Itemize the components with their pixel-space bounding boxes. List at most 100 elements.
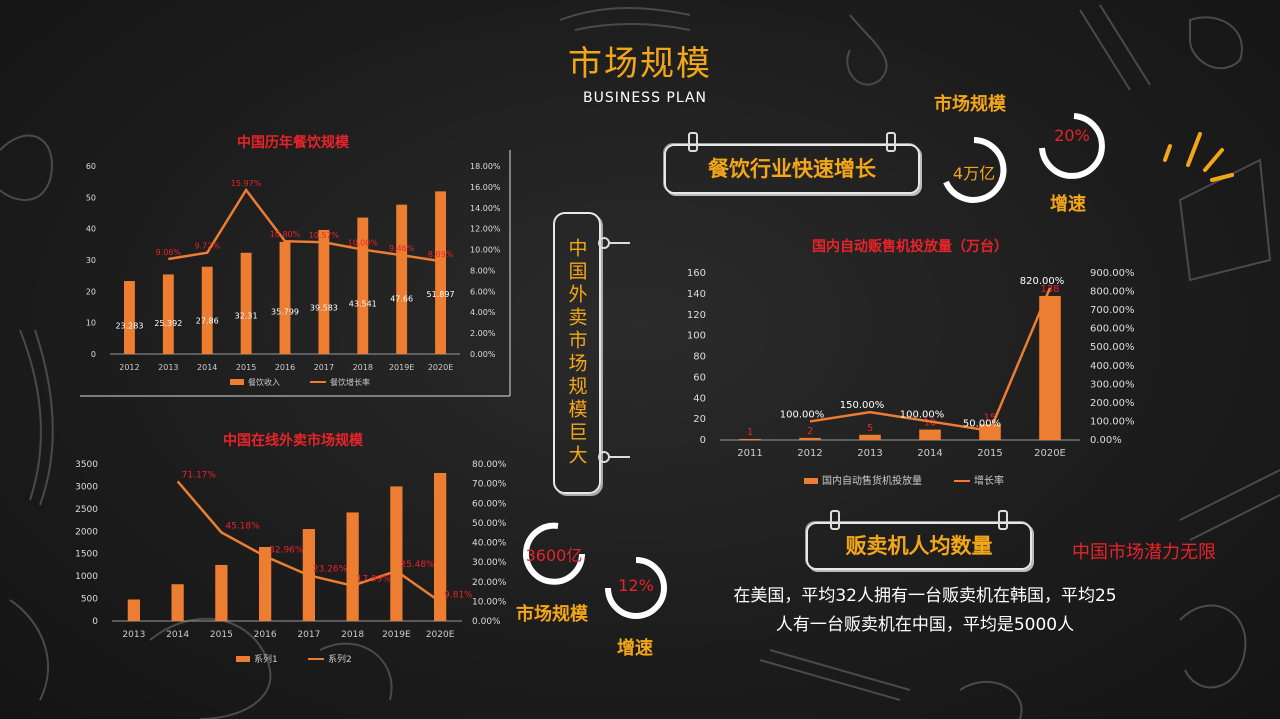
y2-tick-label: 10.00% — [470, 246, 501, 255]
bar — [919, 429, 941, 440]
y-tick-label: 20 — [693, 414, 706, 425]
chart1-title: 中国历年餐饮规模 — [237, 135, 349, 151]
bar — [259, 546, 272, 621]
y-tick-label: 50 — [86, 193, 96, 202]
legend-bar-label: 国内自动售货机投放量 — [822, 474, 922, 487]
bar — [318, 229, 330, 354]
y-tick-label: 1000 — [75, 572, 98, 582]
y-tick-label: 100 — [687, 331, 706, 342]
line-data-label: 25.48% — [400, 560, 435, 570]
bar-data-label: 10 — [924, 418, 937, 429]
y2-tick-label: 20.00% — [472, 578, 507, 588]
x-tick-label: 2019E — [389, 363, 414, 372]
x-tick-label: 2020E — [426, 630, 455, 640]
vending-paragraph-line2: 人有一台贩卖机在中国，平均是5000人 — [775, 615, 1075, 635]
label-growth-top: 增速 — [1050, 194, 1086, 215]
x-tick-label: 2014 — [197, 363, 217, 372]
bar-data-label: 32.31 — [235, 312, 258, 321]
bar — [162, 274, 174, 354]
x-tick-label: 2014 — [166, 630, 189, 640]
line-data-label: 820.00% — [1020, 276, 1065, 287]
y-tick-label: 2500 — [75, 505, 98, 515]
x-tick-label: 2013 — [158, 363, 178, 372]
x-tick-label: 2017 — [297, 630, 320, 640]
value-market-scale-bottom: 3600亿 — [525, 546, 583, 565]
y2-tick-label: 100.00% — [1090, 416, 1135, 427]
page-title: 市场规模 — [568, 44, 712, 84]
legend-bar-swatch — [236, 656, 250, 662]
bar — [799, 437, 821, 440]
x-tick-label: 2011 — [737, 448, 762, 459]
x-tick-label: 2012 — [797, 448, 822, 459]
line-data-label: 17.99% — [357, 575, 392, 585]
line-data-label: 10.80% — [270, 230, 301, 239]
label-market-scale-bottom: 市场规模 — [516, 604, 588, 625]
value-growth-bottom: 12% — [618, 576, 654, 595]
sign-restaurant-growth: 餐饮行业快速增长 — [664, 132, 920, 194]
vending-paragraph-line1: 在美国，平均32人拥有一台贩卖机在韩国，平均25 — [733, 586, 1117, 606]
y2-tick-label: 0.00% — [472, 617, 501, 627]
y2-tick-label: 80.00% — [472, 460, 507, 470]
y-tick-label: 1500 — [75, 550, 98, 560]
x-tick-label: 2017 — [314, 363, 334, 372]
bar — [124, 281, 135, 354]
bar — [859, 434, 881, 440]
y-tick-label: 0 — [92, 617, 98, 627]
page-subtitle: BUSINESS PLAN — [583, 90, 708, 106]
y2-tick-label: 10.00% — [472, 597, 507, 607]
bar — [127, 599, 140, 621]
legend-line-label: 餐饮增长率 — [330, 377, 370, 387]
bar-data-label: 2 — [807, 426, 813, 437]
label-growth-bottom: 增速 — [617, 638, 653, 659]
bar — [279, 241, 291, 354]
ring-market-scale-top — [943, 137, 1007, 203]
line-data-label: 150.00% — [840, 400, 885, 411]
legend-bar-label: 系列1 — [254, 653, 278, 665]
x-tick-label: 2018 — [353, 363, 373, 372]
y2-tick-label: 14.00% — [470, 204, 501, 213]
y2-tick-label: 800.00% — [1090, 287, 1135, 298]
line-data-label: 15.97% — [231, 179, 262, 188]
y2-tick-label: 16.00% — [470, 183, 501, 192]
line-data-label: 8.89% — [428, 250, 454, 259]
legend-bar-label: 餐饮收入 — [248, 377, 280, 387]
y-tick-label: 500 — [81, 595, 98, 605]
line-data-label: 71.17% — [182, 470, 217, 480]
x-tick-label: 2015 — [977, 448, 1002, 459]
bar — [396, 204, 408, 354]
y-tick-label: 60 — [86, 162, 96, 171]
ring-growth-top — [1039, 113, 1105, 179]
y-tick-label: 40 — [693, 393, 706, 404]
x-tick-label: 2013 — [857, 448, 882, 459]
y-tick-label: 80 — [693, 352, 706, 363]
bar — [1039, 295, 1061, 440]
y2-tick-label: 8.00% — [470, 266, 496, 275]
line-data-label: 10.00% — [348, 239, 379, 248]
bar — [434, 472, 447, 621]
chart-restaurant-scale: 01020304050600.00%2.00%4.00%6.00%8.00%10… — [80, 150, 511, 397]
y2-tick-label: 0.00% — [470, 350, 496, 359]
bar-data-label: 25.392 — [154, 319, 182, 328]
chart3-title: 国内自动贩售机投放量（万台） — [812, 239, 1008, 255]
legend-bar-swatch — [230, 379, 244, 385]
x-tick-label: 2013 — [122, 630, 145, 640]
x-tick-label: 2020E — [428, 363, 453, 372]
y2-tick-label: 50.00% — [472, 519, 507, 529]
y2-tick-label: 30.00% — [472, 558, 507, 568]
line-data-label: 9.81% — [444, 591, 473, 601]
bar-data-label: 1 — [747, 427, 753, 438]
y-tick-label: 2000 — [75, 527, 98, 537]
y-tick-label: 140 — [687, 289, 706, 300]
y-tick-label: 120 — [687, 310, 706, 321]
x-tick-label: 2014 — [917, 448, 942, 459]
value-market-scale-top: 4万亿 — [952, 164, 996, 183]
bar — [215, 564, 228, 621]
y2-tick-label: 600.00% — [1090, 324, 1135, 335]
line-data-label: 45.18% — [225, 521, 260, 531]
sign-vending-per-capita-text: 贩卖机人均数量 — [845, 534, 993, 558]
bar — [357, 217, 369, 354]
y2-tick-label: 70.00% — [472, 480, 507, 490]
bar-data-label: 43.541 — [349, 299, 377, 308]
x-tick-label: 2012 — [119, 363, 139, 372]
